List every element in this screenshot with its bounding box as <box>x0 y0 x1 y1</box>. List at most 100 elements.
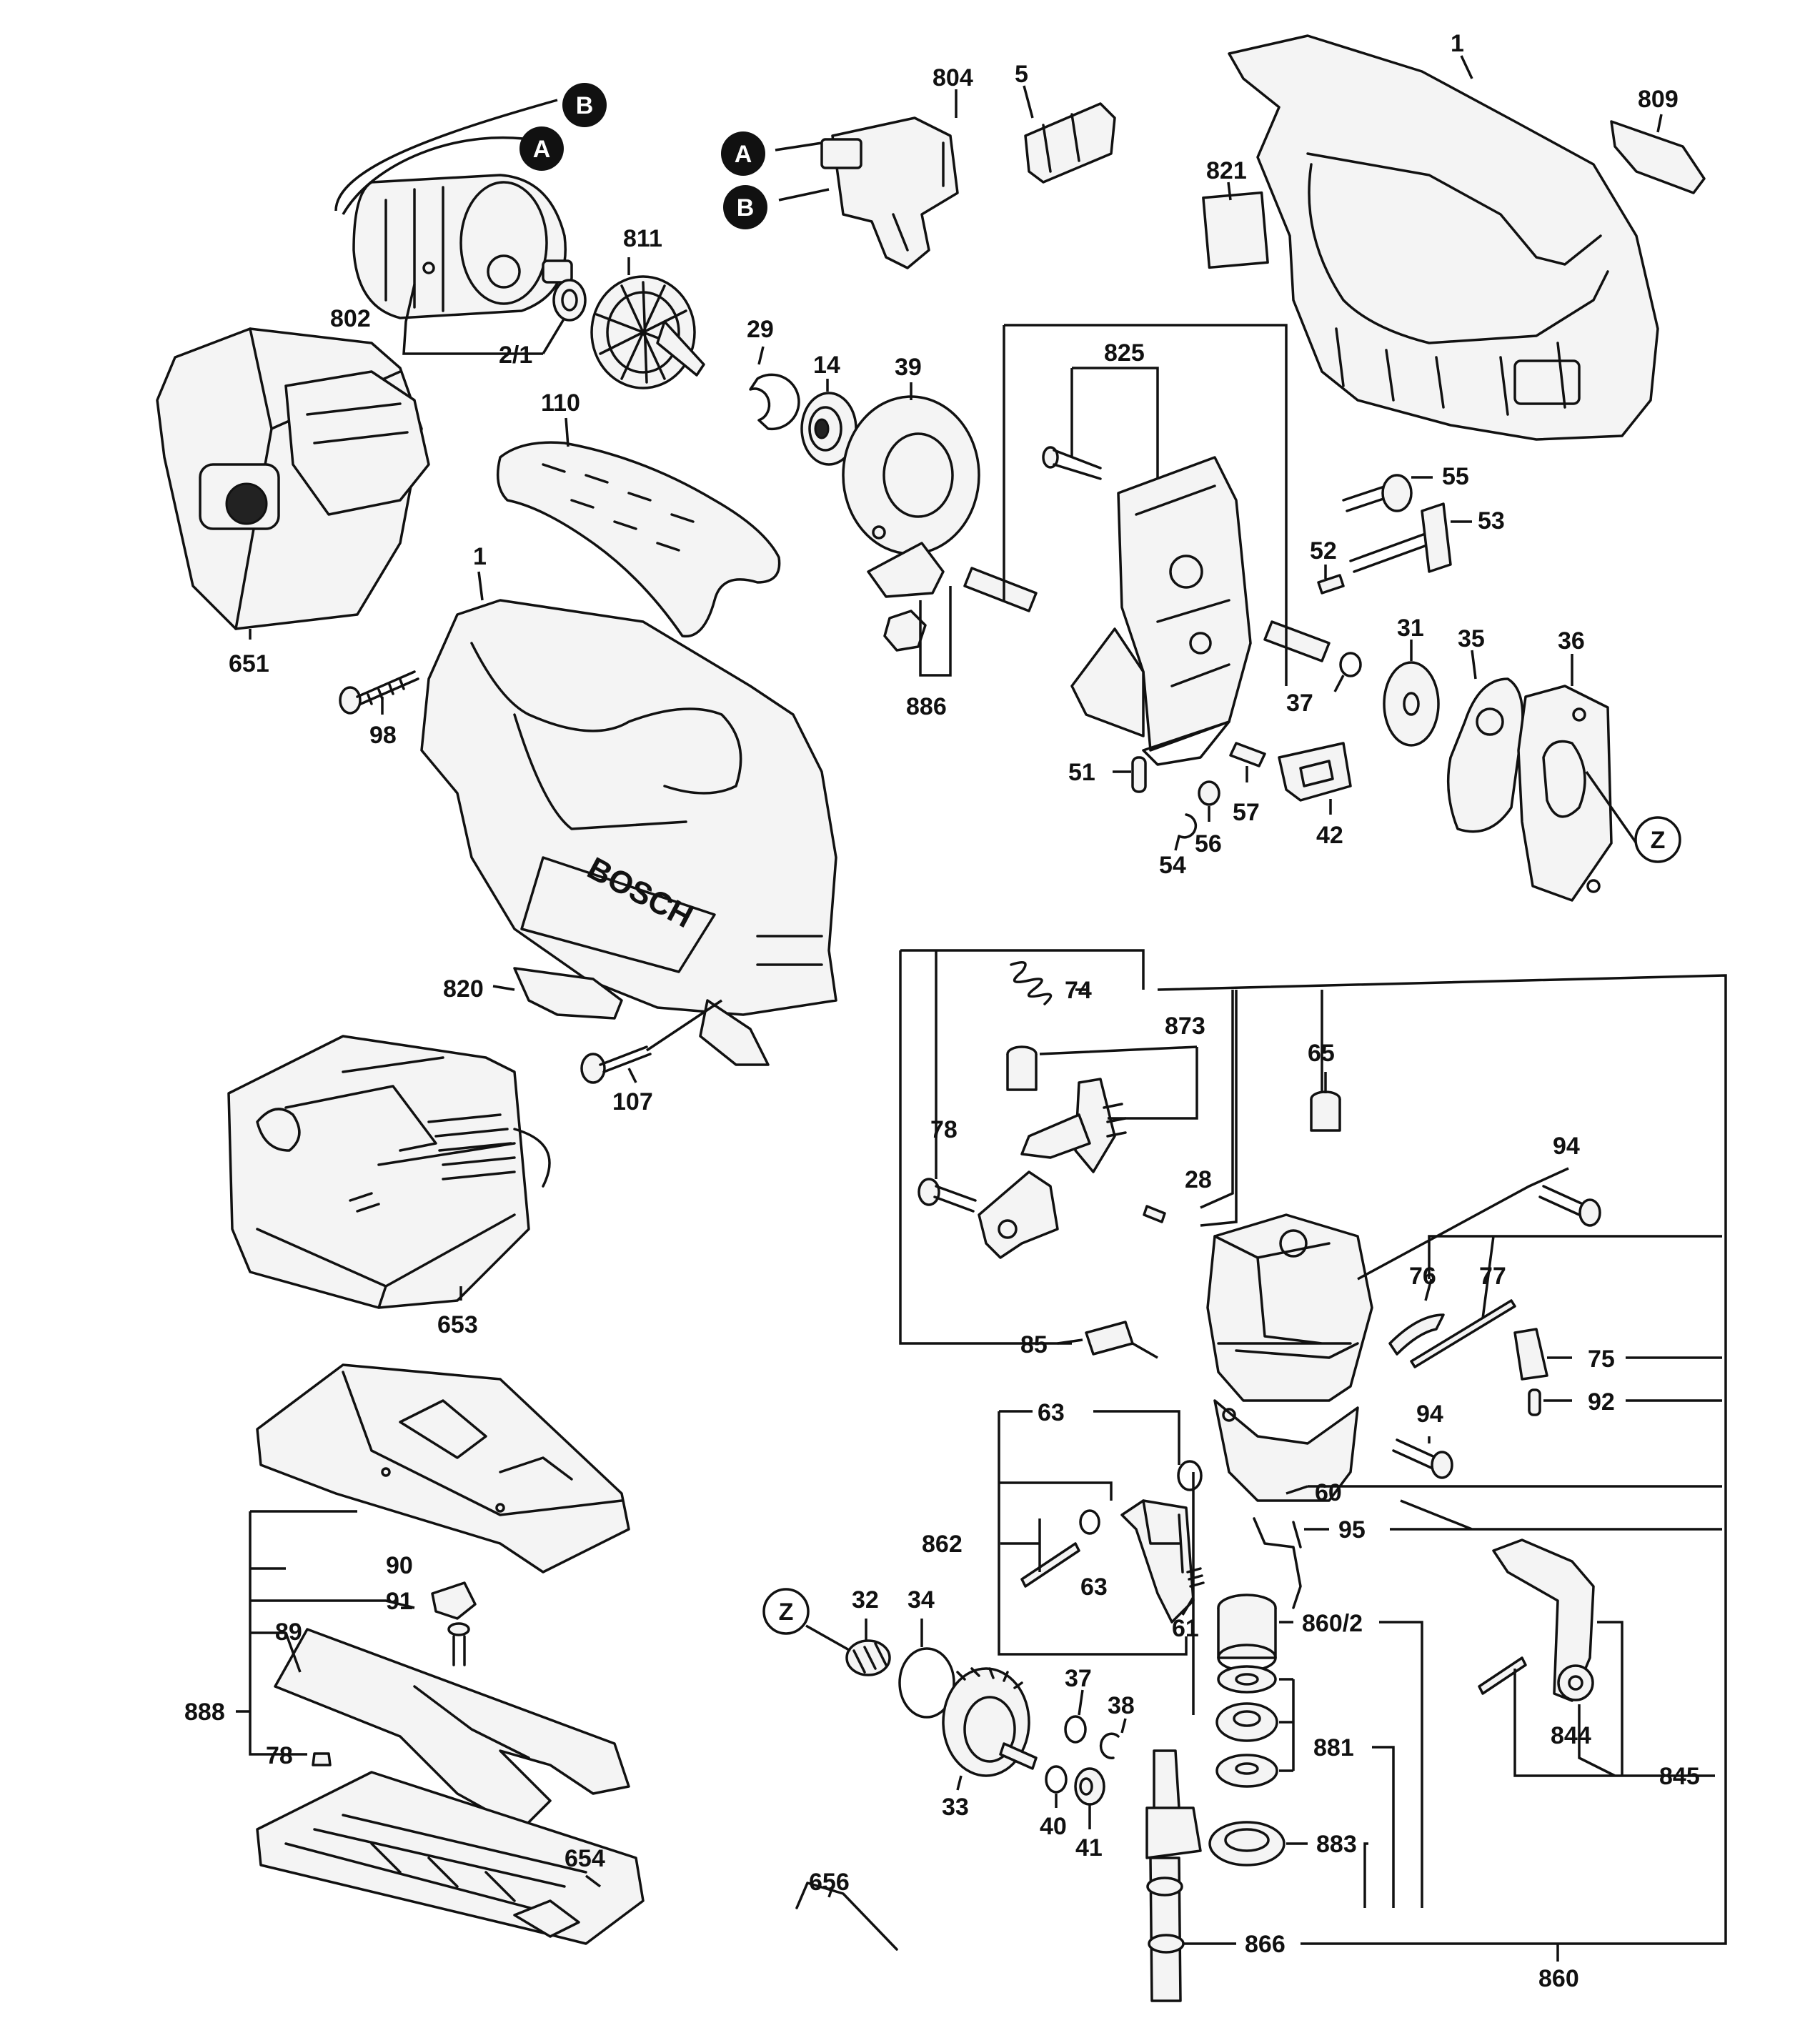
label-78-top: 78 <box>930 1116 958 1143</box>
label-881: 881 <box>1313 1734 1354 1761</box>
part-886 <box>867 542 945 598</box>
label-63-top: 63 <box>1038 1399 1065 1426</box>
screw-94-bottom <box>1392 1438 1453 1479</box>
label-844: 844 <box>1551 1722 1591 1749</box>
base-plate-top <box>256 1363 630 1574</box>
clamp-90 <box>431 1581 477 1620</box>
label-821: 821 <box>1206 157 1247 184</box>
bearing-32 <box>845 1639 891 1676</box>
washer-40 <box>1045 1765 1068 1794</box>
bushing-873 <box>1006 1045 1038 1091</box>
washer-stack-881 <box>1215 1665 1278 1788</box>
washer-63-bottom <box>1079 1509 1100 1535</box>
pin-825-left <box>963 567 1038 612</box>
label-54: 54 <box>1159 852 1186 879</box>
connector-a-top-text: A <box>533 136 551 163</box>
connector-z-right: Z <box>1634 816 1681 863</box>
label-32: 32 <box>852 1586 879 1614</box>
screw-52 <box>1317 574 1345 595</box>
rod-77 <box>1410 1299 1516 1368</box>
connector-b-switch-text: B <box>737 194 755 222</box>
label-862: 862 <box>922 1531 963 1558</box>
label-65: 65 <box>1308 1040 1335 1067</box>
label-63-bottom: 63 <box>1080 1574 1108 1601</box>
screw-78-bottom <box>312 1752 332 1766</box>
label-821 <box>1202 191 1269 269</box>
label-55: 55 <box>1442 463 1469 490</box>
label-34: 34 <box>907 1586 935 1614</box>
block-75 <box>1513 1328 1548 1381</box>
connector-b-switch: B <box>723 185 767 229</box>
pin-825-right <box>1263 620 1331 662</box>
label-94-top: 94 <box>1553 1133 1580 1160</box>
allen-key-656 <box>795 1882 898 1951</box>
label-37-top: 37 <box>1286 690 1313 717</box>
pin-57 <box>1229 742 1266 767</box>
label-110: 110 <box>541 389 580 417</box>
label-820: 820 <box>443 975 484 1003</box>
label-33: 33 <box>942 1794 969 1821</box>
connector-b-top-text: B <box>576 92 594 119</box>
label-98: 98 <box>369 722 397 749</box>
spring-74 <box>1010 960 1053 1005</box>
lever-862 <box>1020 1499 1195 1624</box>
label-75: 75 <box>1588 1346 1615 1373</box>
label-95: 95 <box>1338 1516 1366 1544</box>
connector-a-top: A <box>519 126 564 171</box>
label-107: 107 <box>612 1088 653 1115</box>
screw-78-top <box>918 1178 977 1213</box>
label-53: 53 <box>1478 507 1505 535</box>
cam-plate-35 <box>1446 677 1524 833</box>
label-28: 28 <box>1185 1166 1212 1193</box>
label-78-bottom: 78 <box>266 1742 293 1769</box>
label-860-2: 860/2 <box>1302 1610 1363 1637</box>
label-873: 873 <box>1165 1013 1205 1040</box>
label-1-housing-right: 1 <box>1451 30 1464 57</box>
gear-811 <box>590 275 705 389</box>
connector-z-right-text: Z <box>1651 827 1666 854</box>
connector-z-left: Z <box>762 1588 810 1635</box>
label-38: 38 <box>1108 1692 1135 1719</box>
label-37-bottom: 37 <box>1065 1665 1092 1692</box>
label-90: 90 <box>386 1552 413 1579</box>
label-85: 85 <box>1020 1331 1048 1358</box>
label-31: 31 <box>1397 615 1424 642</box>
label-651: 651 <box>229 650 269 677</box>
label-94-bottom: 94 <box>1416 1401 1443 1428</box>
label-809: 809 <box>1638 86 1679 113</box>
label-845: 845 <box>1659 1763 1700 1790</box>
label-61: 61 <box>1172 1615 1199 1642</box>
screw-98 <box>339 670 419 715</box>
label-802: 802 <box>330 305 371 332</box>
label-91: 91 <box>386 1588 413 1615</box>
frame-36 <box>1517 685 1613 902</box>
clamp-873 <box>978 1170 1059 1259</box>
bolt-55 <box>1342 474 1413 512</box>
bushing-860-2 <box>1217 1594 1277 1672</box>
clip-5 <box>1024 102 1116 184</box>
label-35: 35 <box>1458 625 1485 652</box>
label-51: 51 <box>1068 759 1095 786</box>
label-92: 92 <box>1588 1388 1615 1416</box>
leader-lines <box>236 55 1727 1962</box>
washer-37-bottom <box>1064 1715 1087 1744</box>
label-809 <box>1610 120 1706 194</box>
label-653: 653 <box>437 1311 478 1338</box>
washer-31 <box>1383 661 1440 747</box>
housing-left-1: BOSCH <box>420 599 837 1066</box>
gear-33 <box>942 1667 1038 1777</box>
disc-39 <box>842 395 980 555</box>
label-656: 656 <box>809 1869 850 1896</box>
label-804: 804 <box>933 64 973 91</box>
screw-91 <box>447 1622 470 1666</box>
lever-53 <box>1349 502 1452 573</box>
grip-110 <box>496 441 781 638</box>
roller-844 <box>1478 1539 1595 1702</box>
label-74: 74 <box>1065 977 1092 1004</box>
label-820 <box>513 967 623 1020</box>
label-56: 56 <box>1195 830 1222 858</box>
label-29: 29 <box>747 316 774 343</box>
pinion-2-1 <box>552 279 587 322</box>
label-60: 60 <box>1315 1479 1342 1506</box>
